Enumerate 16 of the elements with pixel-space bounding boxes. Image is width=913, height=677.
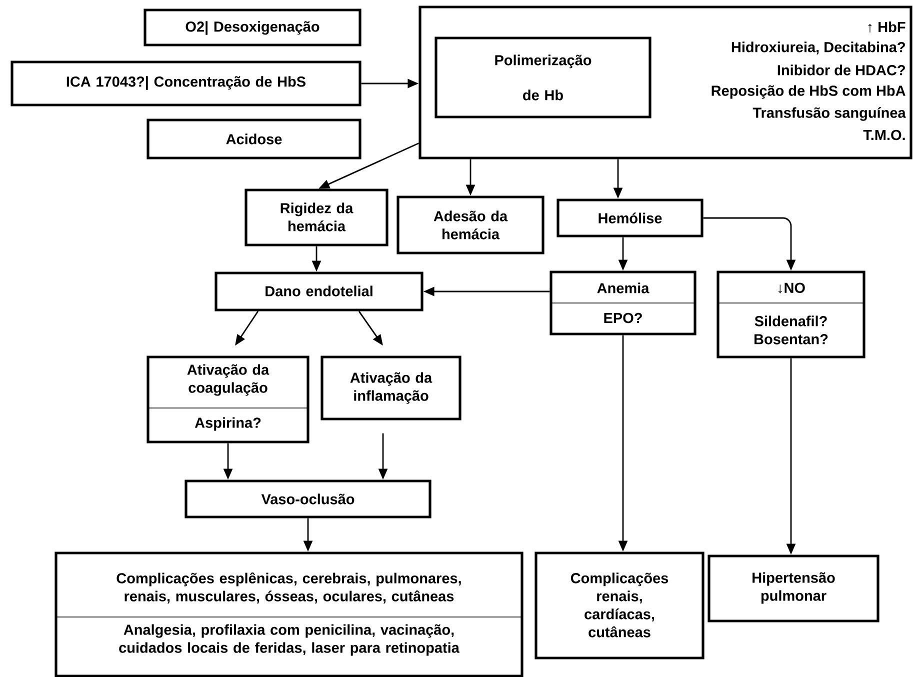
process-box: Vaso-oclusão: [184, 480, 432, 518]
process-box: Complicações renais, cardíacas, cutâneas: [534, 552, 704, 660]
process-box: Ativação da inflamação: [320, 356, 462, 420]
process-box: Ativação da coagulação Aspirina?: [146, 356, 310, 444]
process-box: Dano endotelial: [214, 272, 424, 312]
process-box: Acidose: [146, 118, 362, 160]
process-box: ↓NO Sildenafil? Bosentan?: [716, 270, 866, 358]
process-box: O2| Desoxigenação: [144, 8, 362, 46]
process-box: Adesão da hemácia: [396, 196, 544, 254]
process-box: Complicações esplênicas, cerebrais, pulmonares, renais, musculares, ósseas, oculares, cutâneas Analgesia, profilaxia com penicilina, vacinação, cuidados locais de feridas, laser para retinopatia: [54, 552, 524, 677]
process-box: ICA 17043?| Concentração de HbS: [10, 60, 362, 106]
process-box: Rigidez da hemácia: [244, 188, 388, 246]
process-box: Anemia EPO?: [550, 270, 696, 336]
process-box: Hemólise: [556, 198, 704, 238]
process-box: Hipertensão pulmonar: [708, 554, 880, 622]
process-box: Polimerização de Hb: [434, 36, 652, 118]
